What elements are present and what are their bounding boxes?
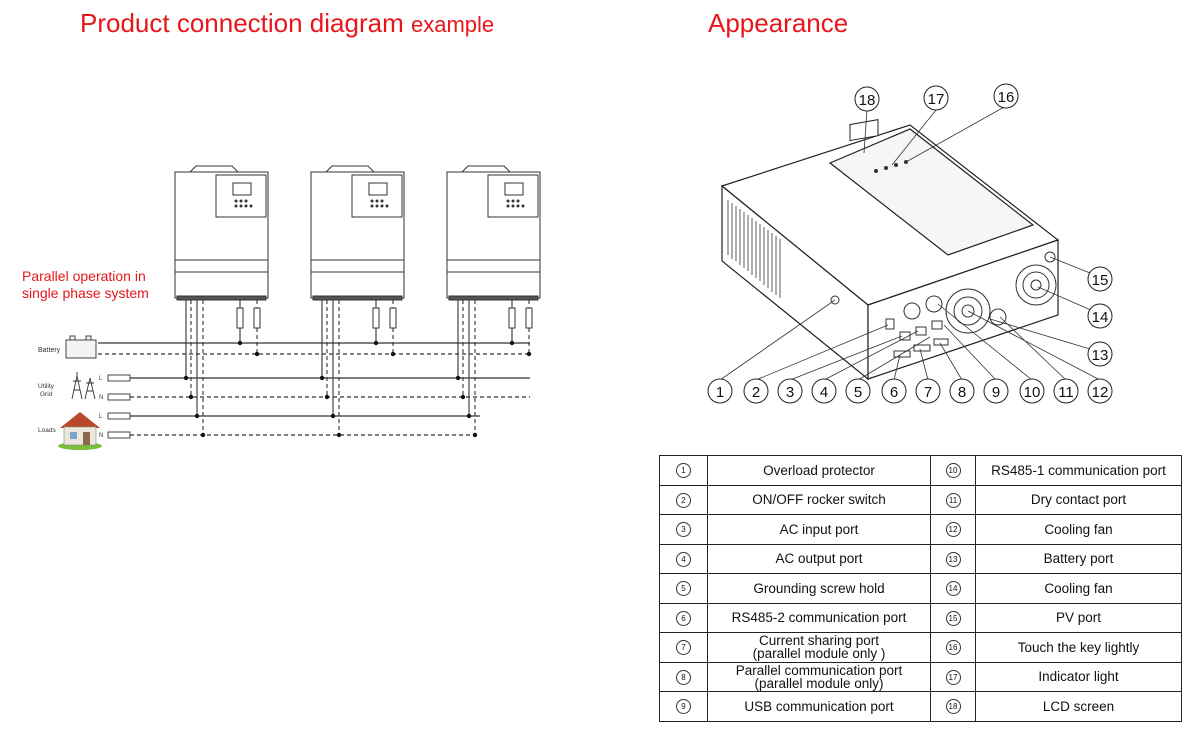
legend-description: Indicator light — [975, 661, 1182, 692]
legend-description: Dry contact port — [975, 484, 1182, 515]
utility-grid-icon — [71, 372, 96, 400]
neutral-label: N — [99, 395, 103, 401]
connection-diagram: Battery Utility Grid Loads L N L N — [38, 165, 541, 450]
house-icon — [58, 412, 102, 450]
legend-description: Parallel communication port (parallel mo… — [707, 661, 931, 692]
table-row: 5 Grounding screw hold 14 Cooling fan — [659, 573, 1182, 604]
legend-description-line: Parallel communication port — [735, 662, 903, 678]
callout-1: 1 — [716, 384, 724, 401]
callout-8: 8 — [958, 384, 966, 401]
battery-label: Battery — [38, 347, 61, 354]
legend-number: 18 — [930, 691, 976, 722]
appearance-title: Appearance — [708, 8, 849, 38]
battery-icon — [65, 335, 97, 359]
legend-description: AC input port — [707, 514, 931, 545]
callout-12: 12 — [1092, 384, 1109, 401]
callout-5: 5 — [854, 384, 862, 401]
callout-4: 4 — [820, 384, 828, 401]
title-main: Product connection diagram — [80, 8, 404, 38]
legend-description: USB communication port — [707, 691, 931, 722]
callout-3: 3 — [786, 384, 794, 401]
table-row: 3 AC input port 12 Cooling fan — [659, 514, 1182, 545]
grid-label-2: Grid — [40, 391, 53, 398]
legend-number: 7 — [659, 632, 708, 663]
legend-description: Touch the key lightly — [975, 632, 1182, 663]
loads-label: Loads — [38, 427, 56, 434]
table-row: 2 ON/OFF rocker switch 11 Dry contact po… — [659, 484, 1182, 515]
legend-number: 8 — [659, 661, 708, 692]
parallel-note: Parallel operation in single phase syste… — [22, 268, 149, 302]
table-row: 7 Current sharing port (parallel module … — [659, 632, 1182, 663]
callout-2: 2 — [752, 384, 760, 401]
note-line-2: single phase system — [22, 285, 149, 301]
callout-17: 17 — [928, 91, 945, 108]
legend-number: 5 — [659, 573, 708, 604]
legend-description: Grounding screw hold — [707, 573, 931, 604]
legend-description: AC output port — [707, 543, 931, 574]
inverter-appearance-drawing: 1 2 3 4 5 6 7 8 9 10 11 12 13 14 15 16 1… — [707, 83, 1113, 404]
legend-description-line: Current sharing port — [758, 633, 880, 649]
legend-number: 10 — [930, 455, 976, 486]
legend-number: 16 — [930, 632, 976, 663]
legend-description: Battery port — [975, 543, 1182, 574]
callout-15: 15 — [1092, 272, 1109, 289]
inverter-unit — [174, 165, 269, 301]
legend-number: 11 — [930, 484, 976, 515]
line-label: L — [99, 376, 103, 382]
table-row: 9 USB communication port 18 LCD screen — [659, 691, 1182, 722]
legend-number: 2 — [659, 484, 708, 515]
note-line-1: Parallel operation in — [22, 268, 146, 284]
legend-number: 4 — [659, 543, 708, 574]
callout-11: 11 — [1058, 384, 1074, 401]
connection-diagram-title: Product connection diagram example — [80, 8, 494, 39]
legend-description: PV port — [975, 602, 1182, 633]
table-row: 1 Overload protector 10 RS485-1 communic… — [659, 455, 1182, 486]
legend-number: 15 — [930, 602, 976, 633]
legend-number: 13 — [930, 543, 976, 574]
legend-description: Overload protector — [707, 455, 931, 486]
callout-18: 18 — [859, 92, 876, 109]
line-label: L — [99, 414, 103, 420]
callout-16: 16 — [998, 89, 1015, 106]
legend-description: ON/OFF rocker switch — [707, 484, 931, 515]
legend-description: RS485-1 communication port — [975, 455, 1182, 486]
callout-10: 10 — [1024, 384, 1041, 401]
legend-number: 1 — [659, 455, 708, 486]
table-row: 4 AC output port 13 Battery port — [659, 543, 1182, 574]
title-example: example — [410, 12, 495, 37]
legend-description-line: (parallel module only) — [754, 675, 884, 691]
legend-number: 14 — [930, 573, 976, 604]
callout-6: 6 — [890, 384, 898, 401]
grid-label-1: Utility — [38, 383, 55, 390]
legend-number: 12 — [930, 514, 976, 545]
legend-number: 3 — [659, 514, 708, 545]
legend-description: Current sharing port (parallel module on… — [707, 632, 931, 663]
table-row: 8 Parallel communication port (parallel … — [659, 661, 1182, 692]
callout-14: 14 — [1092, 309, 1109, 326]
parts-legend-table: 1 Overload protector 10 RS485-1 communic… — [659, 455, 1182, 722]
legend-description: Cooling fan — [975, 573, 1182, 604]
callout-7: 7 — [924, 384, 932, 401]
legend-number: 17 — [930, 661, 976, 692]
callout-9: 9 — [992, 384, 1000, 401]
legend-description-line: (parallel module only ) — [752, 646, 886, 662]
neutral-label: N — [99, 433, 103, 439]
callout-13: 13 — [1092, 347, 1109, 364]
legend-number: 6 — [659, 602, 708, 633]
legend-description: Cooling fan — [975, 514, 1182, 545]
table-row: 6 RS485-2 communication port 15 PV port — [659, 602, 1182, 633]
inverter-unit — [310, 165, 405, 301]
legend-description: LCD screen — [975, 691, 1182, 722]
inverter-unit — [446, 165, 541, 301]
legend-description: RS485-2 communication port — [707, 602, 931, 633]
legend-number: 9 — [659, 691, 708, 722]
